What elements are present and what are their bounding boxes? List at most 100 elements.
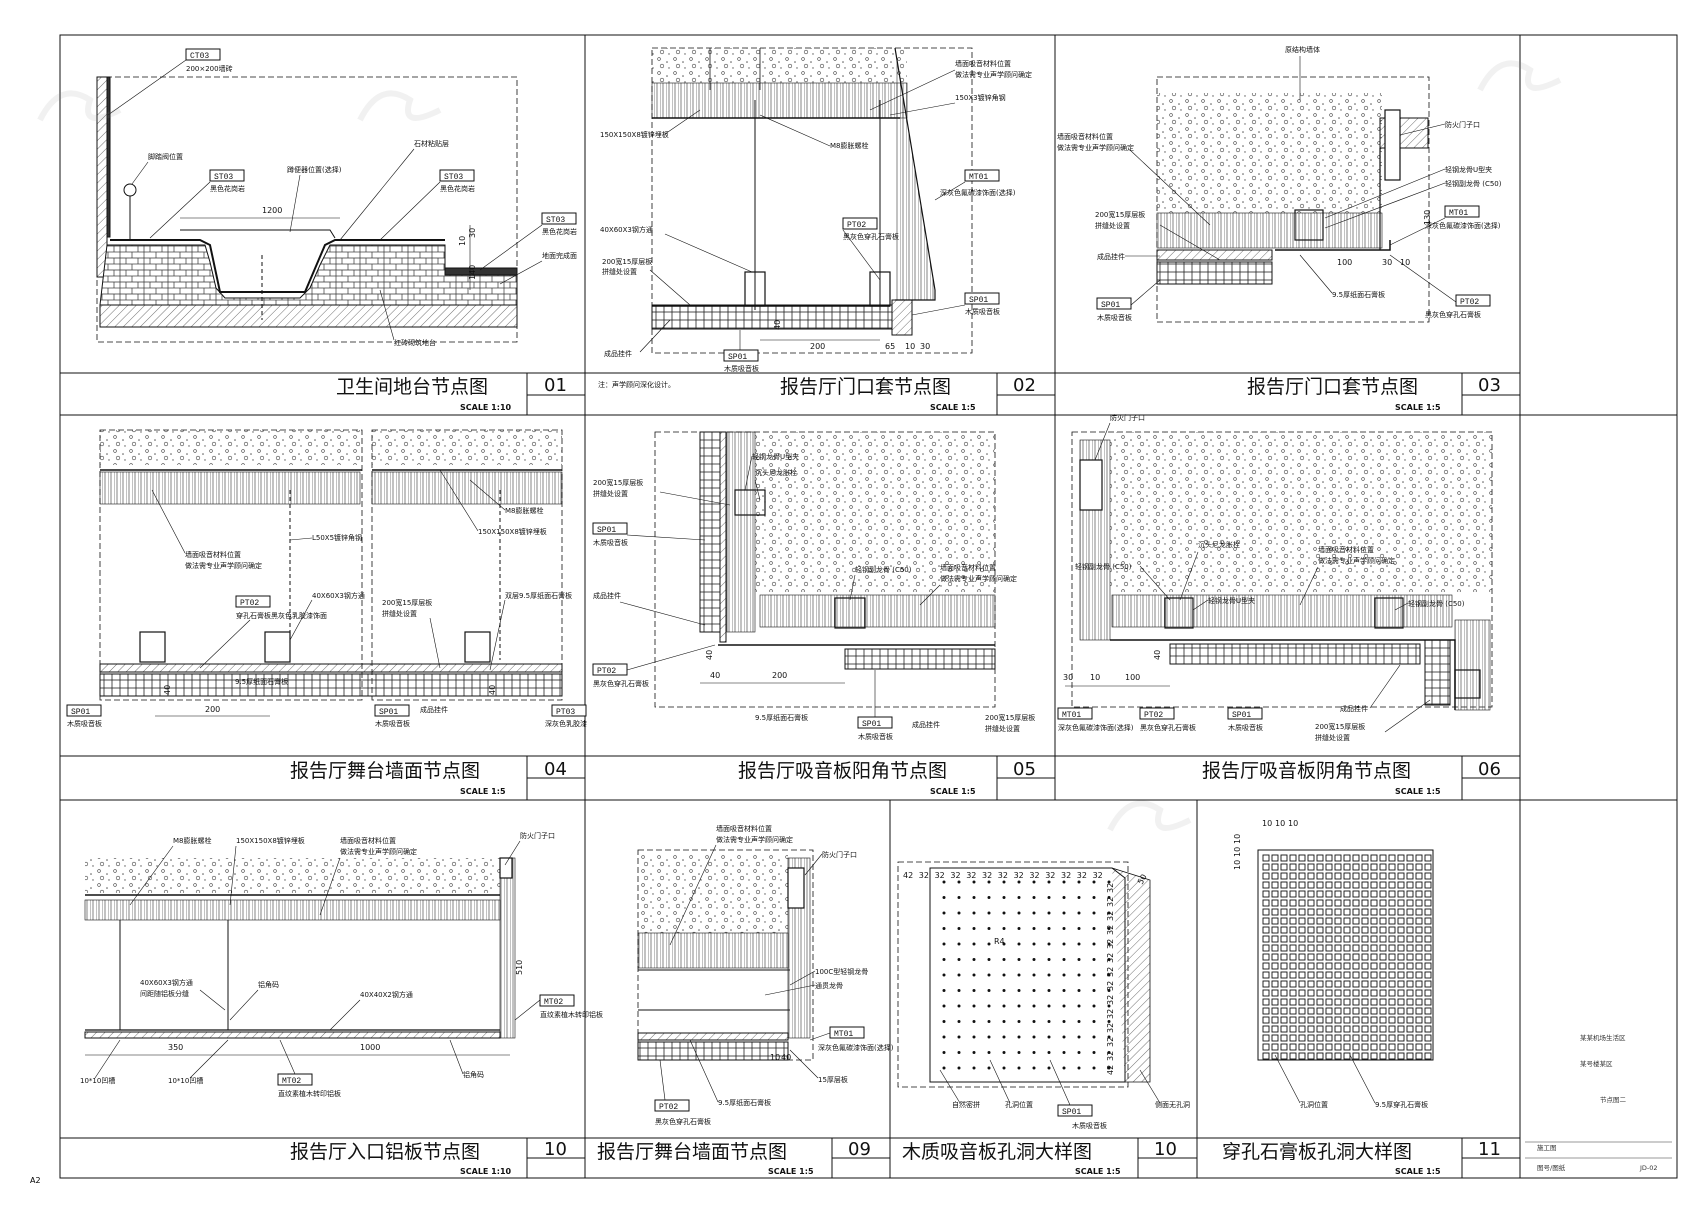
perforation-hole — [1289, 971, 1297, 979]
perforation-hole — [1343, 998, 1351, 1006]
perforation-hole — [1077, 1004, 1081, 1008]
perforation-hole — [1325, 917, 1333, 925]
perforation-hole — [1424, 1016, 1432, 1024]
perforation-hole — [1289, 872, 1297, 880]
perforation-hole — [1032, 927, 1036, 930]
perforation-hole — [1325, 989, 1333, 997]
perforation-hole — [1361, 1016, 1369, 1024]
perforation-hole — [1017, 989, 1021, 992]
perforation-hole — [942, 1004, 946, 1008]
perforation-hole — [1280, 872, 1288, 880]
perforation-hole — [1406, 1025, 1414, 1033]
material-tag: PT02 — [1144, 711, 1163, 720]
dimension: 32 — [966, 871, 976, 880]
perforation-hole — [1424, 872, 1432, 880]
label: 深灰色氟碳漆饰面(选择) — [1425, 221, 1501, 230]
perforation-hole — [1316, 863, 1324, 871]
label: 150X3镀锌角钢 — [955, 93, 1006, 102]
perforation-hole — [1424, 881, 1432, 889]
perforation-hole — [1352, 1007, 1360, 1015]
dimension: 32 — [1061, 871, 1071, 880]
label: 拼缝处设置 — [985, 724, 1020, 733]
perforation-hole — [1415, 1007, 1423, 1015]
label: 沉头尼龙胀栓 — [1198, 540, 1240, 549]
perforation-hole — [1325, 881, 1333, 889]
perforation-hole — [1077, 927, 1081, 930]
perforation-hole — [1415, 917, 1423, 925]
perforation-hole — [1406, 1043, 1414, 1051]
perforation-hole — [1262, 935, 1270, 943]
perforation-hole — [1307, 944, 1315, 952]
perforation-hole — [1316, 980, 1324, 988]
perforation-hole — [1424, 953, 1432, 961]
perforation-hole — [1379, 971, 1387, 979]
label: 木质吸音板 — [375, 719, 410, 728]
material-tag: SP01 — [862, 720, 881, 729]
perforation-hole — [1388, 962, 1396, 970]
label: 黑色花岗岩 — [542, 227, 577, 236]
perforation-hole — [1307, 971, 1315, 979]
perforation-hole — [1047, 958, 1051, 961]
perforation-hole — [957, 1051, 961, 1054]
perforation-hole — [1388, 971, 1396, 979]
perforation-hole — [1107, 927, 1111, 930]
dimension: 100 — [1337, 258, 1352, 267]
detail-title: 穿孔石膏板孔洞大样图 — [1222, 1140, 1412, 1163]
perforation-hole — [1262, 908, 1270, 916]
perforation-hole — [1047, 1035, 1051, 1039]
perforation-hole — [1316, 917, 1324, 925]
label: 成品挂件 — [420, 705, 448, 714]
label: 黑色花岗岩 — [440, 184, 475, 193]
sheet-no: JD-02 — [1639, 1164, 1658, 1172]
detail-06-labels: 防火门子口 沉头尼龙胀栓 墙面吸音材料位置 做法需专业声学顾问确定 轻钢副龙骨 … — [1057, 413, 1465, 742]
detail-title: 报告厅舞台墙面节点图 — [597, 1141, 787, 1163]
perforation-hole — [1002, 1004, 1006, 1008]
label: 40X60X3钢方通 — [140, 978, 193, 987]
perforation-hole — [1316, 926, 1324, 934]
detail-scale: SCALE 1:5 — [768, 1167, 814, 1176]
perforation-hole — [1370, 971, 1378, 979]
perforation-hole — [1388, 926, 1396, 934]
material-tag: SP01 — [1232, 711, 1251, 720]
perforation-hole — [1415, 989, 1423, 997]
perforation-hole — [1370, 899, 1378, 907]
material-tag: ST03 — [546, 216, 565, 225]
label: 木质吸音板 — [965, 307, 1000, 316]
label: 40X40X2钢方通 — [360, 990, 413, 999]
perforation-hole — [1298, 926, 1306, 934]
perforation-hole — [1298, 854, 1306, 862]
perforation-hole — [1077, 958, 1081, 961]
perforation-hole — [972, 896, 976, 899]
perforation-hole — [1077, 973, 1081, 977]
perforation-hole — [1289, 881, 1297, 889]
title-block-05: 报告厅吸音板阳角节点图 SCALE 1:5 05 — [585, 755, 1055, 800]
perforation-hole — [1343, 1052, 1351, 1060]
label: M8膨胀螺栓 — [830, 141, 869, 150]
material-tag: SP01 — [71, 708, 90, 717]
detail-title: 报告厅吸音板阳角节点图 — [738, 760, 947, 782]
perforation-hole — [987, 989, 991, 992]
perforation-hole — [1271, 935, 1279, 943]
detail-title: 报告厅入口铝板节点图 — [290, 1141, 480, 1163]
perforation-hole — [1316, 872, 1324, 880]
dimension: 32 — [1106, 1051, 1115, 1061]
detail-01-labels: CT03 200×200墙砖 脚踏阀位置 ST03 黑色花岗岩 蹲便器位置(选择… — [107, 48, 577, 347]
perforation-hole — [1280, 899, 1288, 907]
perforation-hole — [1262, 872, 1270, 880]
label: 深灰色乳胶漆 — [545, 719, 587, 728]
perforation-hole — [1325, 980, 1333, 988]
perforation-hole — [1316, 1034, 1324, 1042]
perforation-hole — [1334, 1052, 1342, 1060]
detail-scale: SCALE 1:10 — [460, 1167, 512, 1176]
perforation-hole — [1316, 1016, 1324, 1024]
label: 双层9.5厚纸面石膏板 — [505, 591, 572, 600]
perforation-hole — [1032, 1020, 1036, 1023]
perforation-hole — [1298, 962, 1306, 970]
perforation-hole — [1343, 1034, 1351, 1042]
perforation-hole — [1077, 896, 1081, 899]
perforation-hole — [1424, 962, 1432, 970]
perforation-hole — [1388, 1007, 1396, 1015]
perforation-hole — [1289, 1052, 1297, 1060]
perforation-hole — [1325, 953, 1333, 961]
